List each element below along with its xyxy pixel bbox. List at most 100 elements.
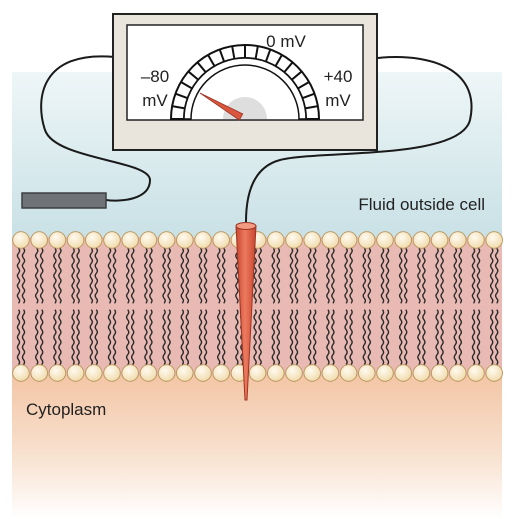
lipid-head: [157, 231, 176, 249]
lipid-tail: [435, 247, 439, 304]
lipid-tail: [326, 309, 330, 366]
lipid-tail: [39, 309, 44, 366]
lipid-head: [285, 231, 303, 249]
lipid-tail: [167, 309, 171, 366]
voltmeter-dial: [169, 44, 321, 121]
lipid-tail: [307, 309, 312, 366]
lipid-tail: [125, 309, 130, 366]
dial-tick: [196, 61, 207, 73]
lipid-tail: [349, 309, 353, 366]
lipid-head: [339, 364, 358, 382]
lipid-tail: [53, 247, 57, 304]
electrode-wire: [245, 56, 473, 223]
lipid-tail: [89, 247, 94, 304]
lipid-tail: [367, 309, 372, 366]
lipid-head: [212, 364, 230, 382]
lipid-tail: [58, 247, 62, 304]
lipid-tail: [107, 309, 112, 366]
lipid-head: [176, 364, 194, 382]
dial-tick: [175, 92, 189, 100]
lipid-tail: [276, 247, 281, 304]
lipid-head: [303, 231, 321, 249]
lipid-tail: [16, 247, 21, 304]
lipid-tail: [289, 309, 294, 366]
lipid-tail: [94, 309, 99, 366]
lipid-tail: [162, 247, 166, 304]
lipid-head: [85, 231, 103, 249]
lipid-tail: [39, 247, 44, 304]
dial-tick: [180, 81, 193, 90]
membrane-core: [12, 237, 502, 376]
lipid-head: [66, 364, 85, 382]
lipid-tail: [71, 247, 75, 304]
lipid-head: [412, 364, 431, 382]
lipid-tail: [403, 309, 408, 366]
lipid-tail: [125, 247, 130, 304]
lipid-tail: [331, 309, 335, 366]
lipid-tail: [367, 247, 372, 304]
lipid-head: [376, 364, 394, 382]
lipid-tail: [276, 309, 281, 366]
lipid-head: [103, 364, 121, 382]
lipid-tail: [494, 247, 499, 304]
lipid-head: [430, 231, 449, 249]
lipid-head: [449, 364, 467, 382]
lipid-tail: [112, 309, 117, 366]
lipid-tail: [440, 247, 444, 304]
lipid-tail: [385, 309, 390, 366]
lipid-tail: [380, 247, 385, 304]
lipid-tail: [398, 309, 403, 366]
lipid-head: [485, 364, 503, 382]
lipid-tail: [398, 247, 403, 304]
lipid-head: [303, 364, 321, 382]
lipid-head: [321, 231, 340, 249]
lipid-tail: [185, 309, 190, 366]
lipid-tail: [271, 247, 276, 304]
min-label-value: –80: [141, 67, 169, 86]
lipid-tail: [458, 309, 463, 366]
max-label-value: +40: [324, 67, 353, 86]
ground-electrode: [21, 192, 107, 209]
lipid-tail: [76, 247, 80, 304]
lipid-tail: [144, 309, 148, 366]
lipid-tail: [149, 309, 153, 366]
lipid-tail: [289, 247, 294, 304]
lipid-head: [30, 364, 48, 382]
dial-tick: [171, 105, 186, 110]
lipid-tail: [312, 247, 317, 304]
lipid-tail: [349, 247, 353, 304]
lipid-tail: [130, 247, 135, 304]
lipid-tail: [453, 309, 458, 366]
lipid-head: [358, 231, 376, 249]
lipid-tail: [489, 309, 494, 366]
lipid-tail: [326, 247, 330, 304]
lipid-tail: [16, 309, 21, 366]
lipid-head: [30, 231, 48, 249]
electrode-top: [235, 222, 257, 230]
lipid-head: [194, 364, 212, 382]
lipid-head: [157, 364, 176, 382]
lipid-tail: [221, 309, 226, 366]
lipid-tail: [380, 309, 385, 366]
lipid-tail: [198, 309, 203, 366]
lipid-head: [376, 231, 394, 249]
lipid-tail: [180, 309, 185, 366]
lipid-head: [212, 231, 230, 249]
lipid-tail: [94, 247, 99, 304]
cytoplasm-region: [12, 376, 502, 519]
lipid-tail: [216, 309, 221, 366]
lipid-tail: [331, 247, 335, 304]
lipid-head: [139, 364, 158, 382]
lipid-tail: [435, 309, 439, 366]
lipid-tail: [440, 309, 444, 366]
lipid-tail: [271, 309, 276, 366]
dial-tick: [187, 70, 199, 81]
lipid-head: [176, 231, 194, 249]
lipid-tail: [130, 309, 135, 366]
lipid-tail: [476, 309, 481, 366]
dial-tick: [304, 105, 319, 110]
lipid-head: [267, 231, 285, 249]
dial-needle: [199, 92, 244, 121]
lipid-tail: [58, 309, 62, 366]
